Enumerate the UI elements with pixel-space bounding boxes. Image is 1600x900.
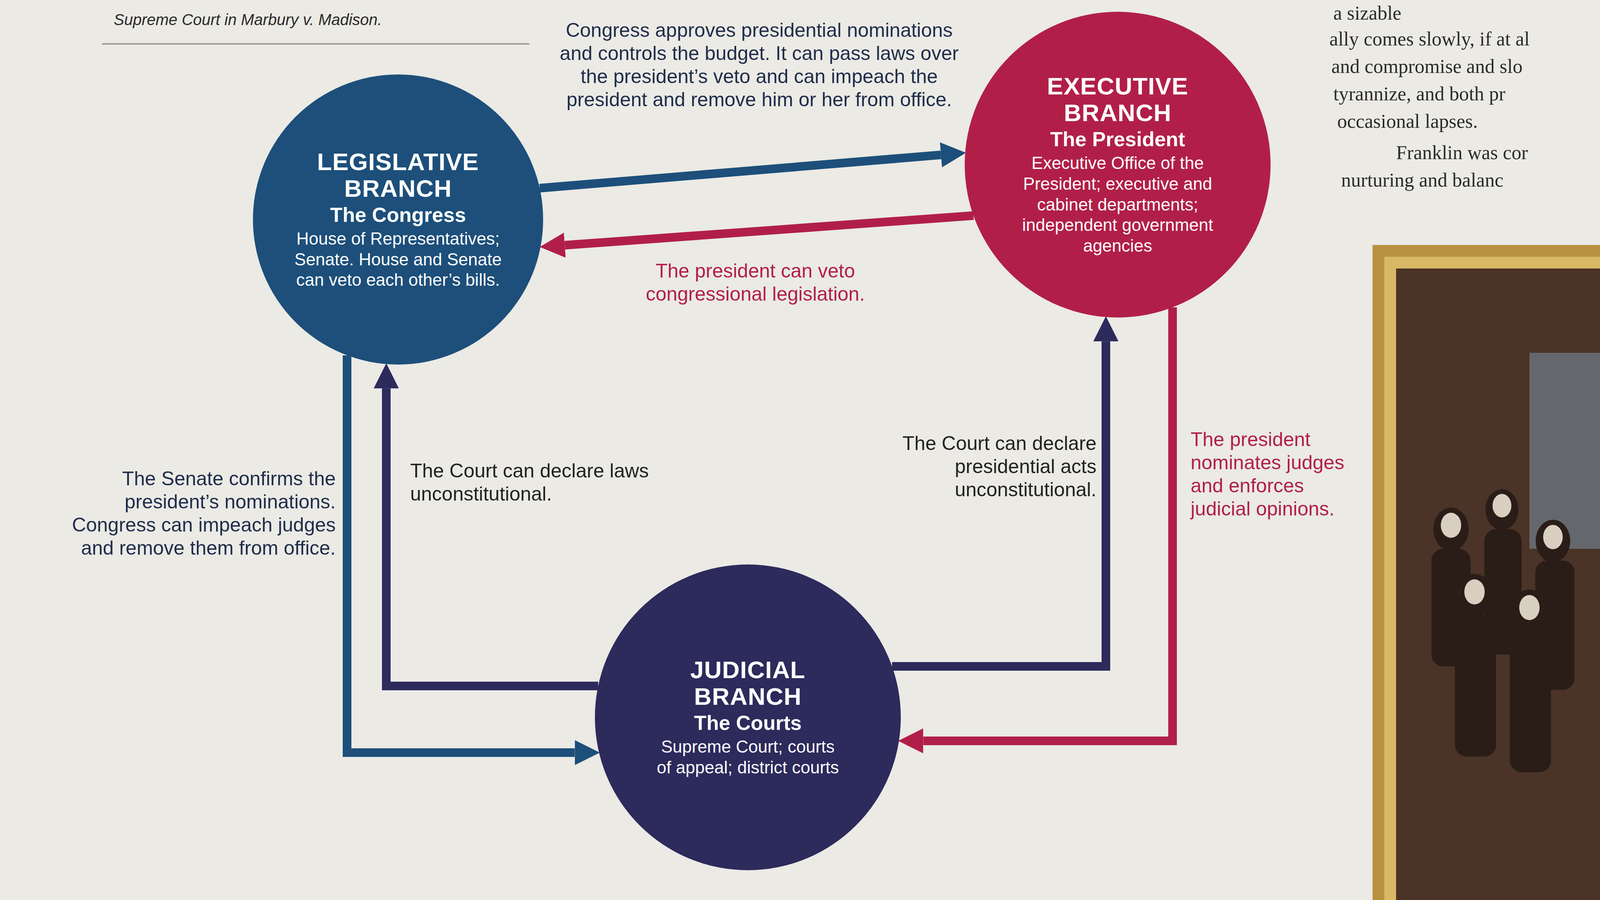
subheading: The Congress (288, 203, 508, 228)
figure-caption: Supreme Court in Marbury v. Madison. (113, 10, 382, 29)
check-arrow (923, 307, 1173, 742)
painting-illustration (1372, 245, 1600, 900)
painting-faces (1440, 494, 1563, 621)
branch-circle: LEGISLATIVE BRANCHThe CongressHouse of R… (252, 74, 544, 365)
check-arrow (347, 355, 575, 753)
arrow-label: Congress approves presidential nominatio… (549, 18, 970, 113)
check-arrow (386, 388, 599, 687)
arrow-label: The president can veto congressional leg… (611, 258, 899, 307)
body-text: Supreme Court; courts of appeal; distric… (655, 736, 840, 779)
check-arrow (892, 341, 1106, 667)
body-text-fragment: ally comes slowly, if at al (1329, 27, 1530, 51)
heading: EXECUTIVE BRANCH (1007, 72, 1228, 127)
check-arrow (564, 215, 974, 246)
picture-frame-inner (1384, 256, 1600, 900)
body-text-fragment: nurturing and balanc (1341, 168, 1504, 192)
branch-circle: JUDICIAL BRANCHThe CourtsSupreme Court; … (594, 564, 901, 871)
heading: JUDICIAL BRANCH (655, 656, 840, 711)
circle-fill (594, 564, 901, 871)
circle-fill (964, 11, 1271, 318)
painting-window (1529, 352, 1600, 550)
subheading: The Courts (655, 711, 840, 736)
body-text: Executive Office of the President; execu… (1007, 152, 1228, 257)
body-text-fragment: Franklin was cor (1396, 141, 1528, 164)
arrow-label: The Senate confirms the president’s nomi… (43, 466, 339, 561)
picture-frame (1372, 245, 1600, 900)
body-text-fragment: tyrannize, and both pr (1333, 82, 1506, 106)
circle-fill (252, 74, 544, 365)
arrow-label: The president nominates judges and enfor… (1188, 427, 1370, 522)
branch-circle: EXECUTIVE BRANCHThe PresidentExecutive O… (964, 11, 1271, 318)
node-text: JUDICIAL BRANCHThe CourtsSupreme Court; … (655, 656, 840, 779)
node-text: EXECUTIVE BRANCHThe PresidentExecutive O… (1007, 72, 1228, 257)
body-text-fragment: a sizable (1333, 1, 1402, 25)
subheading: The President (1007, 127, 1228, 152)
heading: LEGISLATIVE BRANCH (288, 148, 508, 202)
painting-figures (1431, 489, 1575, 773)
caption-rule (101, 43, 530, 45)
arrow-label: The Court can declare laws unconstitutio… (407, 458, 672, 507)
painting-ground (1396, 268, 1600, 900)
body-text-fragment: occasional lapses. (1337, 109, 1478, 133)
check-arrow (539, 154, 941, 189)
body-text: House of Representatives; Senate. House … (288, 228, 508, 291)
body-text-fragment: and compromise and slo (1331, 54, 1523, 78)
node-text: LEGISLATIVE BRANCHThe CongressHouse of R… (288, 148, 508, 291)
arrow-label: The Court can declare presidential acts … (831, 431, 1099, 503)
